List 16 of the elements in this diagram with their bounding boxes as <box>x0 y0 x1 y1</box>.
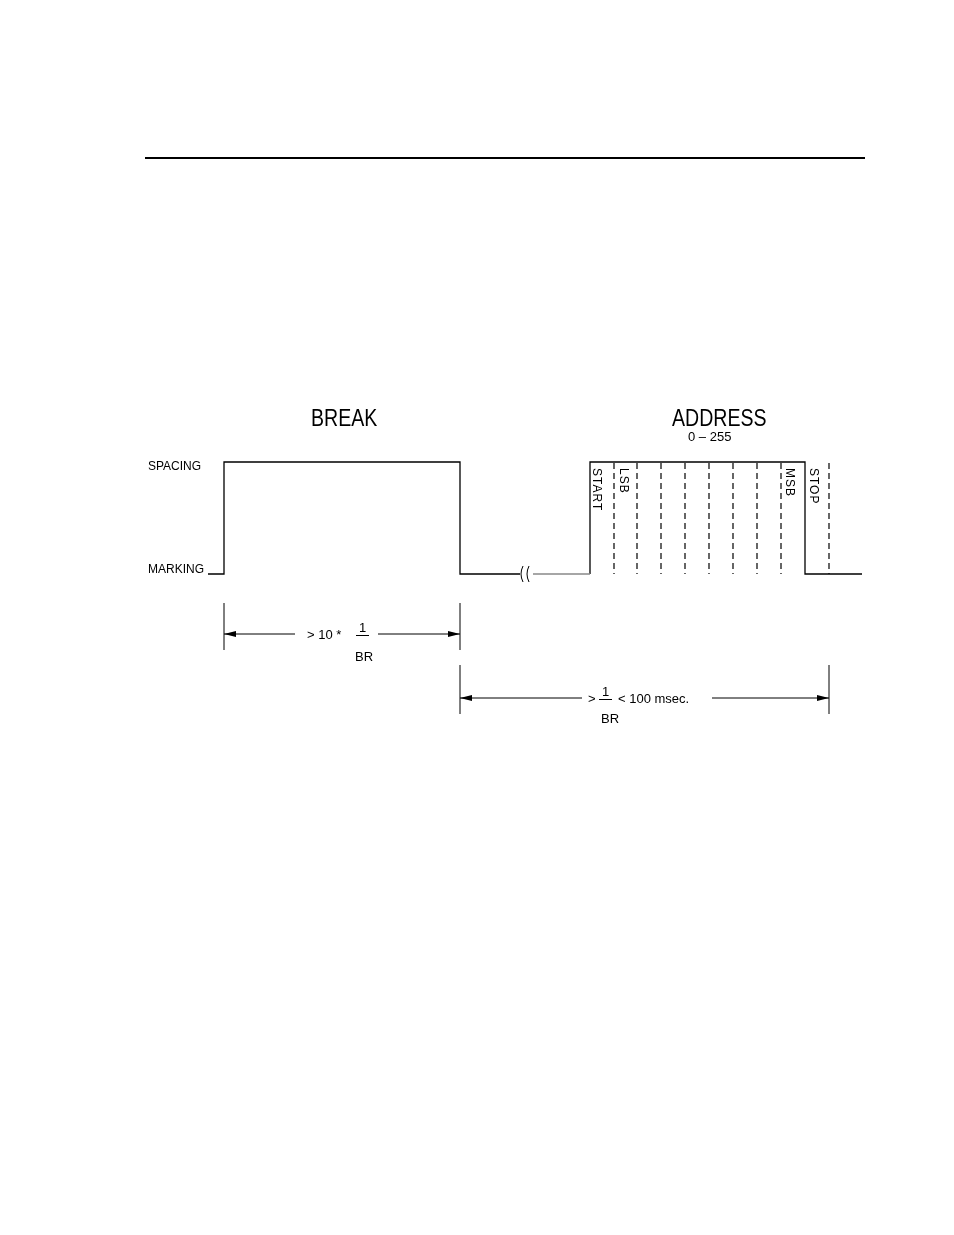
bit-label: LSB <box>618 468 630 494</box>
bit-label: STOP <box>808 468 820 505</box>
dimension-label: > 10 * <box>307 628 342 641</box>
fraction-denominator: BR <box>601 712 620 725</box>
level-label: MARKING <box>148 563 204 575</box>
fraction-denominator: BR <box>355 650 374 663</box>
bit-label: MSB <box>784 468 796 497</box>
level-label: SPACING <box>148 460 202 472</box>
dimension-label: > <box>588 692 596 705</box>
dimension-label: < 100 msec. <box>618 692 690 705</box>
range-label: 0 – 255 <box>688 430 732 443</box>
section-heading: ADDRESS <box>672 407 767 430</box>
fraction-numerator: 1 <box>356 621 370 636</box>
bit-label: START <box>591 468 603 512</box>
fraction-numerator: 1 <box>599 685 613 700</box>
section-heading: BREAK <box>311 407 378 430</box>
